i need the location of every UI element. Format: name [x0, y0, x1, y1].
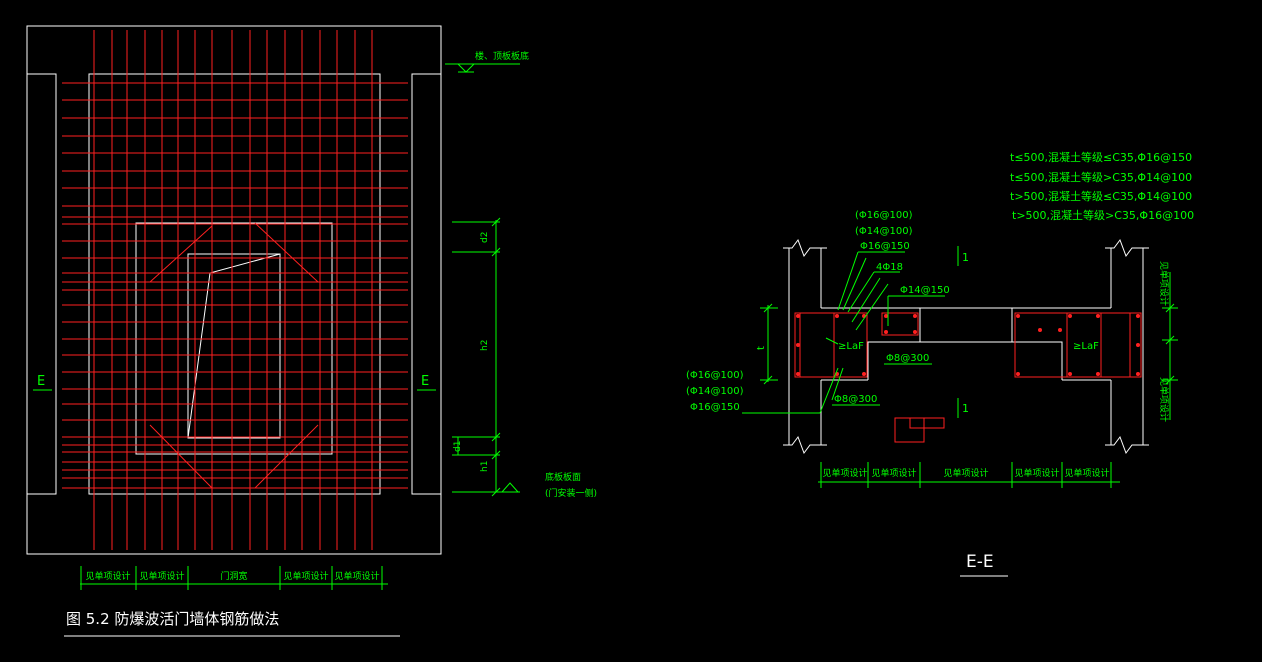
dim-h1: h1: [480, 461, 490, 472]
sill-level-note: (门安装一侧): [545, 487, 597, 499]
stirrup-label-bottom: Φ8@300: [834, 394, 877, 405]
top-bar-leaders: [837, 251, 945, 331]
elevation-view: E E 楼、顶板板底 d2 h2 d1 h1 底板板面 (门安装一侧): [26, 25, 597, 637]
top-bar-5: Φ14@150: [900, 285, 950, 296]
left-column: [26, 73, 57, 495]
left-bar-3: Φ16@150: [690, 402, 740, 413]
right-dim-top: 见单项设计: [1158, 261, 1170, 306]
top-bar-4: 4Φ18: [876, 262, 903, 273]
diagonal-bar: [254, 222, 319, 283]
diagonal-bar: [149, 225, 213, 283]
section-dim-2: 见单项设计: [871, 467, 916, 479]
top-bar-1: (Φ16@100): [855, 210, 913, 221]
rebar-dots: [796, 314, 1140, 376]
section-title: E-E: [966, 552, 994, 572]
bottom-dim-2: 见单项设计: [139, 570, 184, 582]
left-bar-2: (Φ14@100): [686, 386, 744, 397]
rebar-dot: [1016, 314, 1020, 318]
bottom-dim-3: 门洞宽: [220, 570, 247, 582]
thickness-dimension: [760, 303, 778, 385]
right-dimensions: [1162, 272, 1178, 420]
lap-length-left: ≥LaF: [838, 341, 864, 352]
rebar-dot: [884, 330, 888, 334]
note-1: t≤500,混凝土等级≤C35,Φ16@150: [1010, 150, 1192, 164]
rebar-dot: [796, 343, 800, 347]
left-bar-1: (Φ16@100): [686, 370, 744, 381]
rebar-dot: [1136, 372, 1140, 376]
wall-thickness-t: t: [756, 346, 767, 350]
rebar-dot: [1136, 343, 1140, 347]
note-4: t>500,混凝土等级>C35,Φ16@100: [1012, 208, 1194, 222]
dim-d2: d2: [480, 232, 490, 243]
rebar-dot: [913, 330, 917, 334]
horizontal-rebars: [62, 82, 408, 489]
rebar-dot: [1136, 314, 1140, 318]
section-dim-5: 见单项设计: [1064, 467, 1109, 479]
note-2: t≤500,混凝土等级>C35,Φ14@100: [1010, 170, 1192, 184]
rebar-dot: [862, 372, 866, 376]
rebar-dot: [1096, 372, 1100, 376]
section-mark-left: E: [37, 374, 45, 389]
stirrup-label-top: Φ8@300: [886, 353, 929, 364]
section-mark-right: E: [421, 374, 429, 389]
reinforcement-cage-right: [1014, 312, 1142, 378]
right-column: [411, 73, 442, 495]
reinforcement-cage-left: [794, 312, 919, 378]
bottom-dim-5: 见单项设计: [334, 570, 379, 582]
rebar-dot: [1058, 328, 1062, 332]
diagonal-bar: [149, 424, 213, 489]
rebar-dot: [1068, 314, 1072, 318]
section-view: t≤500,混凝土等级≤C35,Φ16@150 t≤500,混凝土等级>C35,…: [686, 150, 1194, 577]
rebar-dot: [1016, 372, 1020, 376]
section-dim-3: 见单项设计: [943, 467, 988, 479]
section-dim-1: 见单项设计: [822, 467, 867, 479]
top-bar-3: Φ16@150: [860, 241, 910, 252]
dim-h2: h2: [480, 340, 490, 351]
bottom-dim-1: 见单项设计: [85, 570, 130, 582]
note-3: t>500,混凝土等级≤C35,Φ14@100: [1010, 189, 1192, 203]
diagonal-bar: [254, 424, 319, 489]
floor-level-label: 楼、顶板板底: [475, 50, 529, 62]
section-bottom-dimensions: [818, 462, 1120, 488]
inner-wall-zone: [88, 73, 381, 495]
figure-caption: 图 5.2 防爆波活门墙体钢筋做法: [66, 610, 279, 628]
level-symbol: [457, 63, 475, 73]
bottom-dim-4: 见单项设计: [283, 570, 328, 582]
top-bar-2: (Φ14@100): [855, 226, 913, 237]
bottom-dimensions: 见单项设计 见单项设计 门洞宽 见单项设计 见单项设计: [80, 566, 388, 590]
section-mark-1-bottom: 1: [962, 402, 969, 415]
sill-level-symbol: [501, 482, 519, 493]
section-mark-1-top: 1: [962, 251, 969, 264]
rebar-dot: [796, 372, 800, 376]
rebar-dot: [884, 314, 888, 318]
rebar-dot: [913, 314, 917, 318]
sill-level-label: 底板板面: [545, 471, 581, 483]
lap-length-right: ≥LaF: [1073, 341, 1099, 352]
door-opening: [187, 253, 281, 439]
wall-section-outline: [783, 238, 1149, 455]
rebar-dot: [1068, 372, 1072, 376]
rebar-dot: [1038, 328, 1042, 332]
rebar-dot: [796, 314, 800, 318]
right-dim-bottom: 见单项设计: [1158, 377, 1170, 422]
rebar-dot: [835, 314, 839, 318]
rebar-dot: [1096, 314, 1100, 318]
section-dim-4: 见单项设计: [1014, 467, 1059, 479]
left-bar-leaders: [742, 367, 844, 414]
